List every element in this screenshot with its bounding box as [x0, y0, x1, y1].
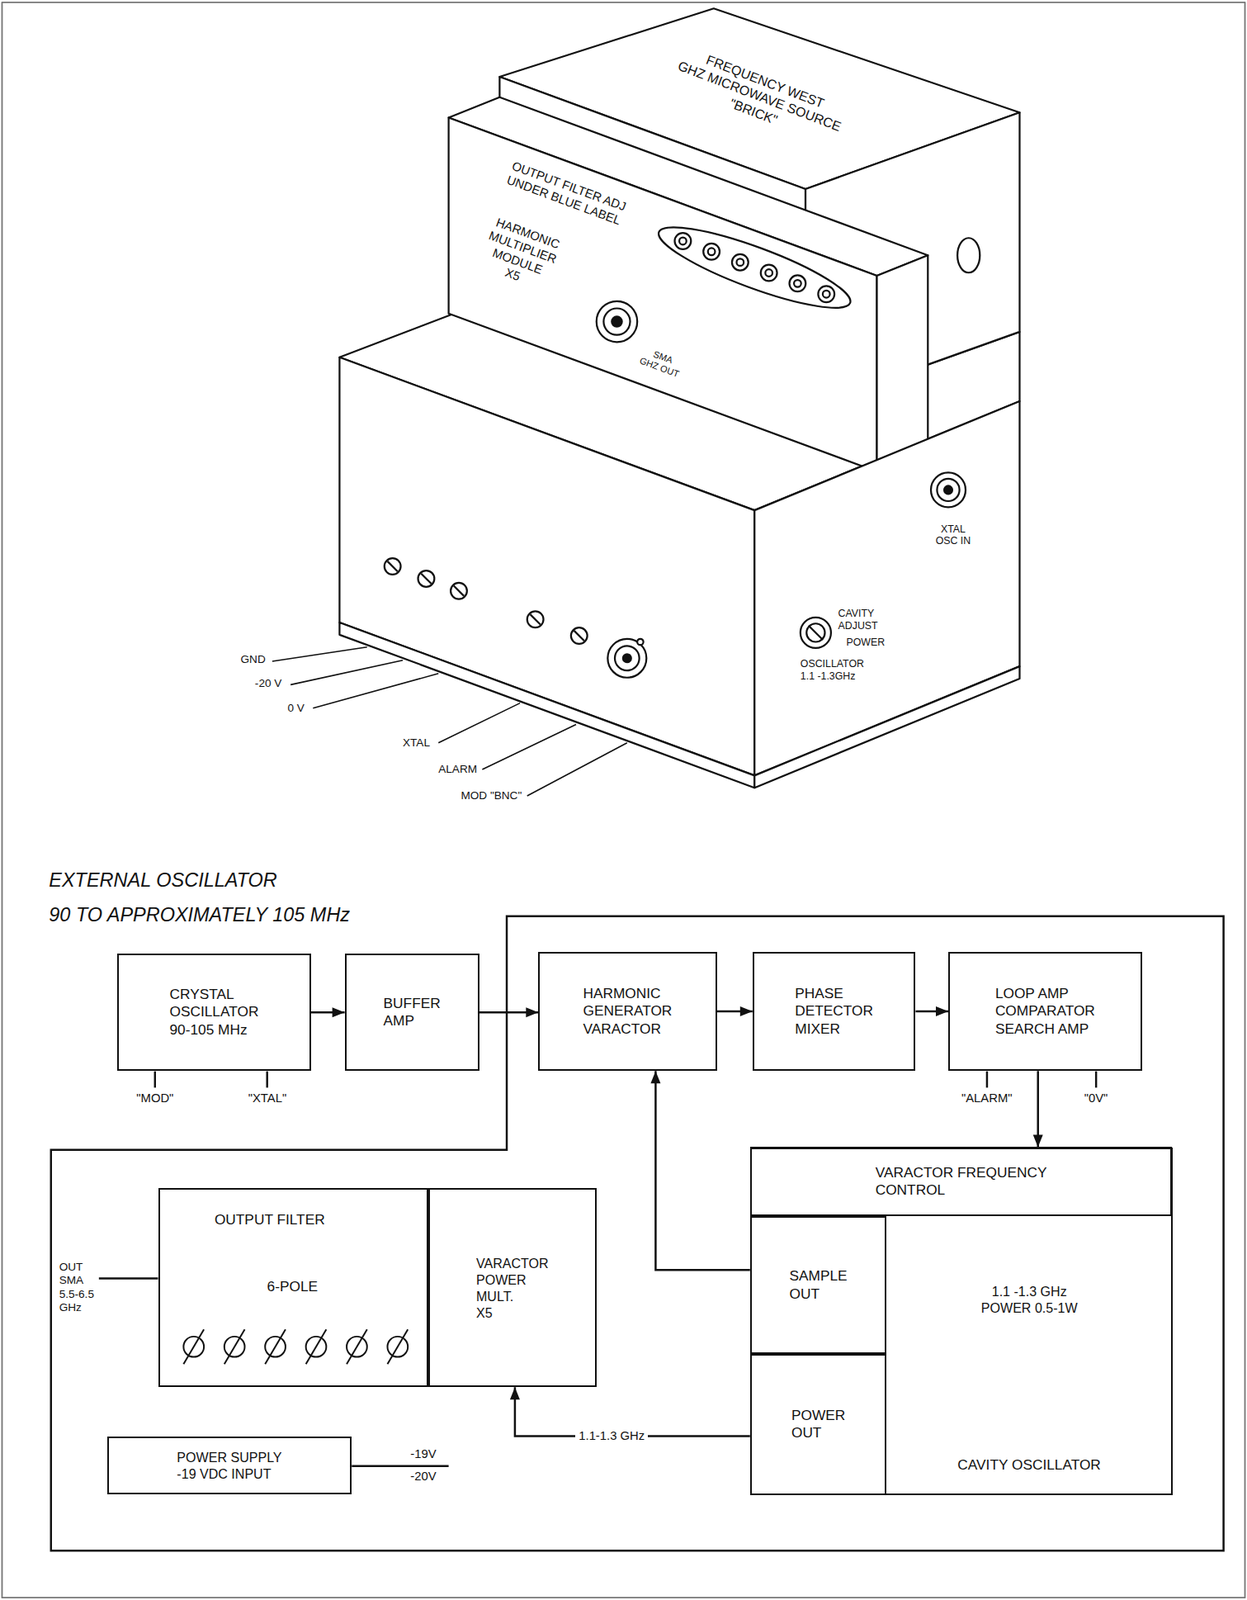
- signal-name: "ALARM": [961, 1091, 1013, 1106]
- connector: [915, 1006, 949, 1016]
- node-text: 1.1 -1.3 GHz POWER 0.5-1W: [981, 1282, 1078, 1316]
- signal-name: "0V": [1084, 1091, 1109, 1106]
- control-label: CAVITY ADJUST: [838, 607, 879, 633]
- node-text: OUTPUT FILTER: [214, 1210, 326, 1229]
- loop-amp-box: LOOP AMP COMPARATOR SEARCH AMP: [948, 951, 1143, 1072]
- base-right-face: [754, 401, 1020, 775]
- node-label: PHASE DETECTOR MIXER: [794, 984, 874, 1039]
- node-label: SAMPLE OUT: [789, 1266, 848, 1303]
- connector: [311, 1006, 345, 1017]
- node-label: VARACTOR FREQUENCY CONTROL: [875, 1163, 1048, 1200]
- port-box: SAMPLE OUT: [750, 1215, 888, 1354]
- signal-stub: [986, 1071, 988, 1088]
- port-box: POWER OUT: [750, 1353, 888, 1494]
- arrowhead: [740, 1006, 753, 1016]
- voltage-label: -20V: [410, 1469, 436, 1484]
- control-band: VARACTOR FREQUENCY CONTROL: [750, 1146, 1172, 1216]
- multiplier-box: VARACTOR POWER MULT. X5: [428, 1187, 597, 1387]
- generator-box: HARMONIC GENERATOR VARACTOR: [538, 951, 717, 1072]
- leader-lines: [272, 647, 628, 796]
- connector-line: [655, 1070, 750, 1270]
- sma-connector: [596, 301, 638, 342]
- control-label: OSCILLATOR 1.1 -1.3GHz: [800, 657, 865, 683]
- line-break: [821, 96, 827, 111]
- node-label: CRYSTAL OSCILLATOR 90-105 MHz: [170, 985, 260, 1040]
- supply-line: [351, 1464, 449, 1467]
- node-label: VARACTOR POWER MULT. X5: [476, 1254, 549, 1321]
- signal-name: "MOD": [136, 1091, 174, 1106]
- node-label: LOOP AMP COMPARATOR SEARCH AMP: [995, 984, 1096, 1039]
- node-label: POWER OUT: [791, 1406, 846, 1442]
- module-front-face: [448, 117, 878, 472]
- arrowhead: [650, 1070, 661, 1083]
- line-break: [539, 264, 545, 277]
- output-label: OUT SMA 5.5-6.5 GHz: [59, 1260, 95, 1314]
- node-label: POWER SUPPLY -19 VDC INPUT: [176, 1448, 282, 1482]
- signal-stub: [1095, 1071, 1097, 1088]
- brick-outline: [51, 916, 1224, 1550]
- voltage-label: -19V: [410, 1446, 436, 1462]
- control-label: POWER: [845, 636, 885, 649]
- block-diagram-lines: [51, 916, 1224, 1550]
- region-label: EXTERNAL OSCILLATOR 90 TO APPROXIMATELY …: [48, 863, 350, 931]
- base-plate: [339, 622, 755, 788]
- node-text: 6-POLE: [267, 1277, 318, 1296]
- arrowhead: [510, 1386, 520, 1399]
- node-label: BUFFER AMP: [383, 994, 441, 1030]
- filter-poles: [183, 1328, 408, 1364]
- connector: [1033, 1070, 1044, 1147]
- adjust-screws: [675, 232, 836, 303]
- bnc-connector: [607, 638, 647, 678]
- power-supply-box: POWER SUPPLY -19 VDC INPUT: [107, 1435, 353, 1494]
- node-label: HARMONIC GENERATOR VARACTOR: [582, 984, 672, 1039]
- pin-label: -20 V: [255, 676, 282, 690]
- cavity-knob: [800, 617, 832, 648]
- base-left-face: [339, 357, 755, 776]
- terminal-posts: [384, 557, 588, 644]
- filter-box: OUTPUT FILTER 6-POLE: [158, 1187, 429, 1387]
- line-break: [670, 355, 674, 365]
- arrowhead: [525, 1006, 539, 1017]
- signal-name: "XTAL": [248, 1091, 287, 1106]
- adjust-oval: [651, 212, 858, 322]
- base-plate: [754, 666, 1020, 788]
- node-text: CAVITY OSCILLATOR: [957, 1455, 1101, 1474]
- pin-label: 0 V: [287, 701, 304, 715]
- arrowhead: [1033, 1133, 1044, 1147]
- connector: [650, 1070, 750, 1270]
- access-hole: [957, 237, 980, 273]
- signal-stub: [154, 1071, 156, 1088]
- cavity-oscillator-box: 1.1 -1.3 GHz POWER 0.5-1W CAVITY OSCILLAT…: [750, 1147, 1172, 1495]
- pin-label: GND: [240, 652, 266, 667]
- oscillator-box: CRYSTAL OSCILLATOR 90-105 MHz: [117, 953, 312, 1071]
- connector-label: XTAL OSC IN: [935, 523, 972, 548]
- module-right-face: [877, 255, 929, 472]
- connector: [479, 1006, 539, 1017]
- signal-stub: [265, 1071, 268, 1088]
- edge-label: 1.1-1.3 GHz: [575, 1428, 648, 1444]
- xtal-connector: [930, 472, 966, 507]
- pin-label: MOD "BNC": [460, 788, 522, 803]
- pin-label: XTAL: [402, 736, 430, 750]
- detector-box: PHASE DETECTOR MIXER: [752, 951, 917, 1072]
- pin-label: ALARM: [438, 762, 478, 776]
- arrowhead: [332, 1006, 345, 1017]
- amplifier-box: BUFFER AMP: [344, 953, 480, 1071]
- connector: [717, 1006, 753, 1016]
- arrowhead: [935, 1006, 949, 1016]
- output-line: [99, 1276, 159, 1279]
